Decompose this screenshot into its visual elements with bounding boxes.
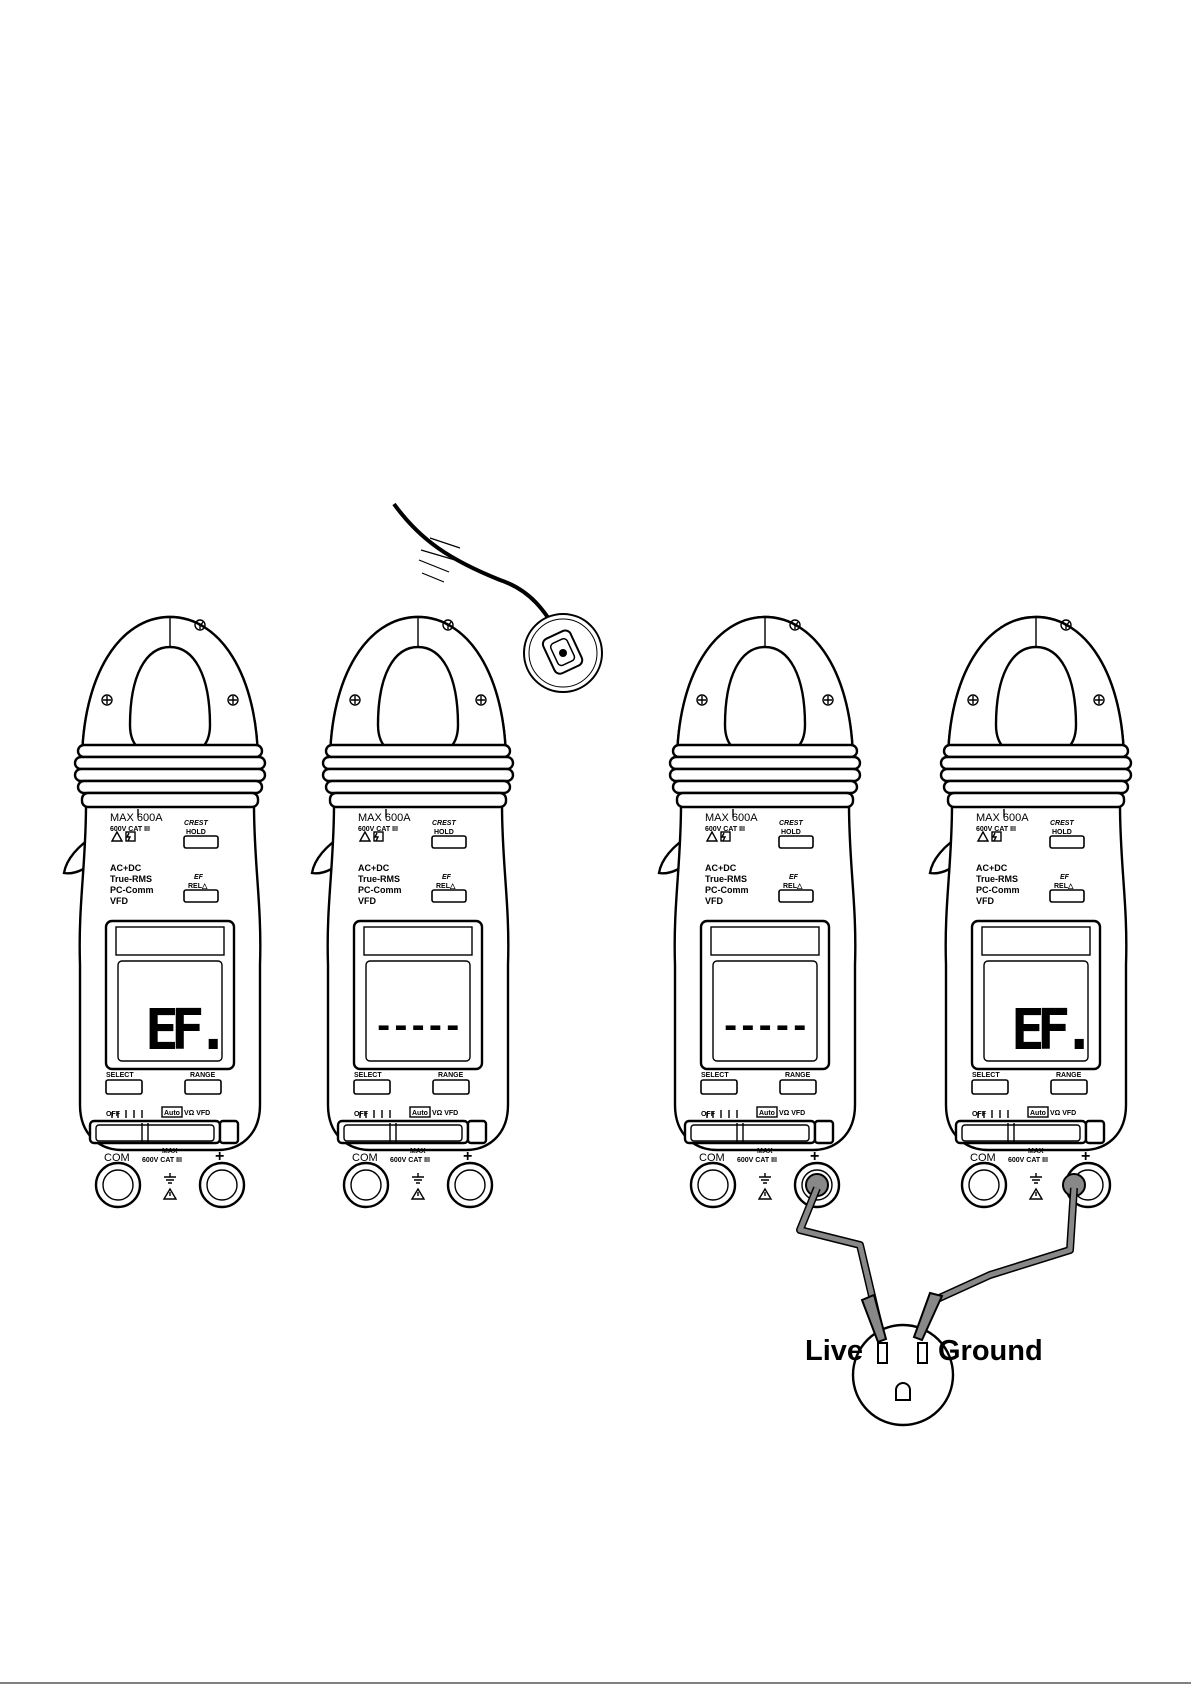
feature-label: VFD (358, 896, 377, 906)
max-label: MAX 600A (976, 812, 1029, 824)
ef-label: EF (194, 874, 204, 881)
lcd-readout: EF. (1011, 998, 1088, 1063)
com-label: COM (970, 1152, 996, 1164)
rel-label: REL△ (188, 883, 208, 890)
jack-max-label: MAX (757, 1148, 773, 1155)
feature-label: True-RMS (110, 874, 152, 884)
crest-label: CREST (432, 820, 456, 827)
max-label: MAX 600A (110, 812, 163, 824)
hold-label: HOLD (781, 829, 801, 836)
feature-label: True-RMS (358, 874, 400, 884)
select-label: SELECT (972, 1072, 1000, 1079)
feature-label: AC+DC (358, 863, 390, 873)
jack-max-label: MAX (1028, 1148, 1044, 1155)
live-label: Live (805, 1335, 863, 1367)
cat-label: 600V CAT III (358, 826, 398, 833)
select-label: SELECT (106, 1072, 134, 1079)
jack-cat-label: 600V CAT III (1008, 1157, 1048, 1164)
rel-label: REL△ (1054, 883, 1074, 890)
test-leads-and-outlet: Live Ground (796, 1186, 1078, 1427)
lcd-readout: ----- (721, 1007, 807, 1045)
max-label: MAX 600A (358, 812, 411, 824)
lcd-readout: ----- (374, 1007, 460, 1045)
range-label: RANGE (1056, 1072, 1082, 1079)
feature-label: PC-Comm (976, 885, 1020, 895)
jack-cat-label: 600V CAT III (390, 1157, 430, 1164)
jack-cat-label: 600V CAT III (737, 1157, 777, 1164)
wire-and-socket (392, 502, 603, 693)
jack-cat-label: 600V CAT III (142, 1157, 182, 1164)
feature-label: AC+DC (705, 863, 737, 873)
feature-label: VFD (110, 896, 129, 906)
dial-auto-label: Auto (759, 1110, 775, 1117)
feature-label: PC-Comm (110, 885, 154, 895)
dial-auto-label: Auto (1030, 1110, 1046, 1117)
feature-label: AC+DC (976, 863, 1008, 873)
feature-label: True-RMS (976, 874, 1018, 884)
crest-label: CREST (1050, 820, 1074, 827)
clamp-meter-4: MAX 600A 600V CAT III CREST HOLD EF REL△… (928, 615, 1133, 1209)
off-label: OFF (701, 1111, 716, 1118)
plus-label: + (810, 1148, 819, 1165)
rel-label: REL△ (436, 883, 456, 890)
cat-label: 600V CAT III (705, 826, 745, 833)
dial-auto-label: Auto (412, 1110, 428, 1117)
clamp-meter-3: MAX 600A 600V CAT III CREST HOLD EF REL△… (657, 615, 862, 1209)
clamp-meter-1: MAX 600A 600V CAT III CREST HOLD EF REL△… (62, 615, 267, 1209)
hold-label: HOLD (1052, 829, 1072, 836)
feature-label: PC-Comm (705, 885, 749, 895)
ef-label: EF (442, 874, 452, 881)
feature-label: True-RMS (705, 874, 747, 884)
plus-label: + (463, 1148, 472, 1165)
feature-label: VFD (705, 896, 724, 906)
jack-max-label: MAX (410, 1148, 426, 1155)
dial-mode-label: VΩ VFD (184, 1110, 210, 1117)
feature-label: VFD (976, 896, 995, 906)
dial-mode-label: VΩ VFD (1050, 1110, 1076, 1117)
select-label: SELECT (701, 1072, 729, 1079)
rel-label: REL△ (783, 883, 803, 890)
clamp-meter-2: MAX 600A 600V CAT III CREST HOLD EF REL△… (310, 615, 515, 1209)
cat-label: 600V CAT III (110, 826, 150, 833)
off-label: OFF (972, 1111, 987, 1118)
crest-label: CREST (184, 820, 208, 827)
hold-label: HOLD (186, 829, 206, 836)
range-label: RANGE (438, 1072, 464, 1079)
crest-label: CREST (779, 820, 803, 827)
ef-label: EF (789, 874, 799, 881)
com-label: COM (352, 1152, 378, 1164)
com-label: COM (699, 1152, 725, 1164)
ef-label: EF (1060, 874, 1070, 881)
ground-label: Ground (938, 1335, 1043, 1367)
com-label: COM (104, 1152, 130, 1164)
plus-label: + (1081, 1148, 1090, 1165)
dial-mode-label: VΩ VFD (779, 1110, 805, 1117)
plus-label: + (215, 1148, 224, 1165)
jack-max-label: MAX (162, 1148, 178, 1155)
feature-label: AC+DC (110, 863, 142, 873)
lcd-readout: EF. (145, 998, 222, 1063)
dial-mode-label: VΩ VFD (432, 1110, 458, 1117)
cat-label: 600V CAT III (976, 826, 1016, 833)
range-label: RANGE (190, 1072, 216, 1079)
off-label: OFF (354, 1111, 369, 1118)
off-label: OFF (106, 1111, 121, 1118)
select-label: SELECT (354, 1072, 382, 1079)
feature-label: PC-Comm (358, 885, 402, 895)
dial-auto-label: Auto (164, 1110, 180, 1117)
max-label: MAX 600A (705, 812, 758, 824)
hold-label: HOLD (434, 829, 454, 836)
range-label: RANGE (785, 1072, 811, 1079)
